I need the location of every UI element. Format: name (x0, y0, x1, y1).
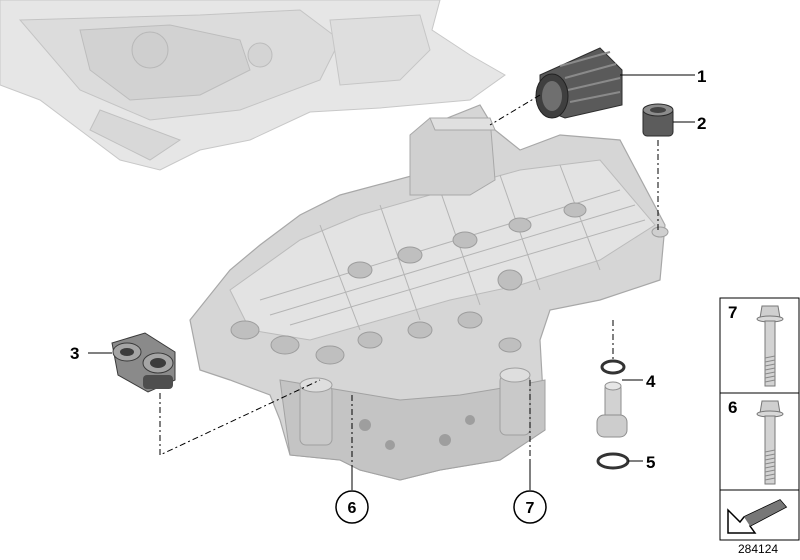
arrow-icon (727, 499, 788, 534)
part-2-bushing (642, 103, 674, 137)
part-3-seal (111, 332, 176, 393)
leader-lines (88, 74, 695, 490)
reference-number: 284124 (738, 542, 778, 556)
callout-7-circle: 7 (513, 490, 547, 524)
legend-label-7: 7 (728, 303, 737, 322)
callout-7: 7 (526, 500, 535, 517)
legend-label-6: 6 (728, 398, 737, 417)
callout-2: 2 (697, 114, 706, 133)
part-4-o-ring (600, 359, 626, 375)
callout-6-circle: 6 (335, 490, 369, 524)
bolt-legend: 7 6 (719, 297, 800, 541)
callout-6: 6 (348, 500, 357, 517)
bolt-7-icon (756, 305, 784, 387)
transmission-housing (0, 0, 506, 171)
bolt-6-icon (756, 400, 784, 485)
callout-5: 5 (646, 453, 655, 472)
part-1-sleeve (535, 47, 623, 119)
part-5-fitting (596, 381, 630, 470)
callout-3: 3 (70, 344, 79, 363)
callout-4: 4 (646, 372, 656, 391)
valve-body (189, 104, 669, 481)
callout-1: 1 (697, 67, 706, 86)
